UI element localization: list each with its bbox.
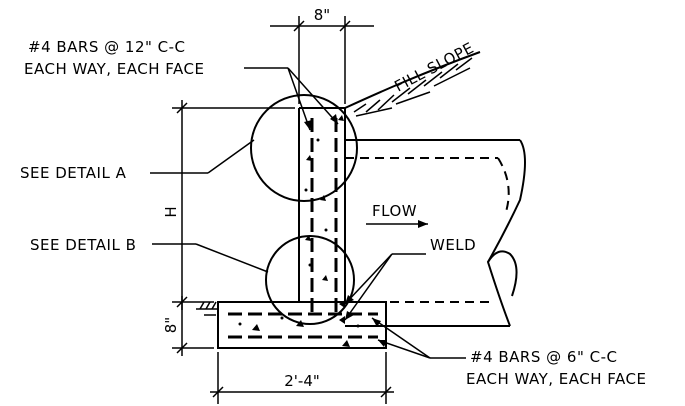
see-detail-b-label: SEE DETAIL B bbox=[30, 236, 136, 254]
fill-slope-label: FILL SLOPE bbox=[391, 39, 476, 96]
fill-slope: FILL SLOPE bbox=[344, 39, 481, 117]
footing-thickness-dimension: 8" bbox=[162, 296, 214, 356]
ground-hatch-left bbox=[196, 301, 218, 316]
flow-callout: FLOW bbox=[366, 202, 428, 228]
wall-thickness-dimension: 8" bbox=[270, 6, 374, 104]
see-detail-a-label: SEE DETAIL A bbox=[20, 164, 127, 182]
detail-b-circle bbox=[265, 235, 355, 325]
weld-label: WELD bbox=[430, 236, 476, 254]
top-bars-label-line1: #4 BARS @ 12" C-C bbox=[28, 38, 186, 56]
detail-b-callout: SEE DETAIL B bbox=[30, 236, 269, 273]
wall-thickness-label: 8" bbox=[314, 6, 330, 24]
detail-a-callout: SEE DETAIL A bbox=[20, 139, 255, 182]
footing-width-dimension: 2'-4" bbox=[210, 352, 394, 404]
wall-height-dimension: H bbox=[162, 100, 295, 310]
culvert-pipe bbox=[345, 139, 526, 327]
detail-a-circle bbox=[250, 94, 358, 202]
top-bars-callout: #4 BARS @ 12" C-C EACH WAY, EACH FACE bbox=[24, 38, 339, 131]
bottom-bars-label-line2: EACH WAY, EACH FACE bbox=[466, 370, 647, 388]
footing-thickness-label: 8" bbox=[162, 317, 180, 333]
bottom-bars-callout: #4 BARS @ 6" C-C EACH WAY, EACH FACE bbox=[371, 317, 647, 388]
flow-label: FLOW bbox=[372, 202, 417, 220]
concrete-aggregate-marks bbox=[304, 115, 344, 281]
footing-width-label: 2'-4" bbox=[284, 372, 320, 390]
wall-stem bbox=[298, 107, 346, 316]
weld-marks bbox=[339, 300, 345, 324]
wall-height-label: H bbox=[162, 206, 180, 217]
bottom-bars-label-line1: #4 BARS @ 6" C-C bbox=[470, 348, 617, 366]
weld-callout: WELD bbox=[344, 236, 476, 321]
top-bars-label-line2: EACH WAY, EACH FACE bbox=[24, 60, 205, 78]
